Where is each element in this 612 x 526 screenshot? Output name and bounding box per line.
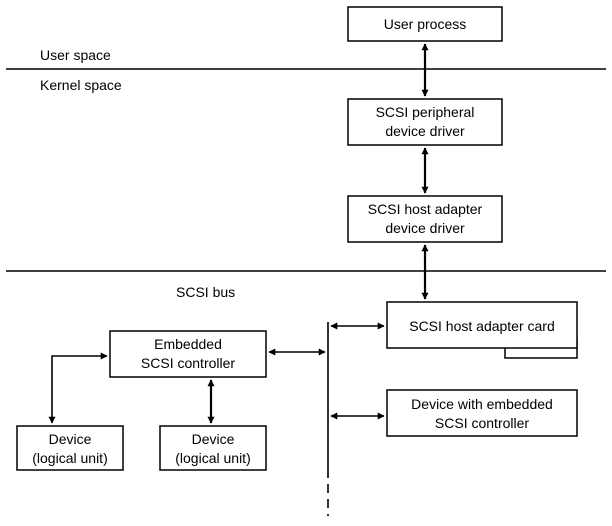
device-left-line2: (logical unit)	[32, 450, 107, 466]
device-with-embedded-controller-box: Device with embedded SCSI controller	[386, 389, 578, 437]
peripheral-driver-line2: device driver	[385, 123, 465, 139]
device-right-line1: Device	[192, 431, 235, 447]
device-right-line2: (logical unit)	[175, 450, 250, 466]
embedded-controller-line2: SCSI controller	[141, 355, 235, 371]
host-adapter-card-label: SCSI host adapter card	[409, 318, 555, 334]
host-adapter-driver-line1: SCSI host adapter	[368, 201, 483, 217]
device-left-line1: Device	[49, 431, 92, 447]
host-adapter-driver-line2: device driver	[385, 220, 465, 236]
scsi-peripheral-driver-box: SCSI peripheral device driver	[347, 98, 503, 146]
user-space-label: User space	[40, 47, 111, 63]
peripheral-driver-line1: SCSI peripheral	[376, 104, 475, 120]
scsi-host-adapter-card-box: SCSI host adapter card	[386, 301, 578, 359]
user-process-label: User process	[384, 16, 466, 32]
embedded-controller-line1: Embedded	[154, 336, 222, 352]
device-logical-unit-right-box: Device (logical unit)	[159, 425, 267, 471]
arrow-controller-to-left-device	[48, 352, 108, 424]
scsi-host-adapter-driver-box: SCSI host adapter device driver	[347, 195, 503, 243]
kernel-space-label: Kernel space	[40, 77, 122, 93]
embedded-device-line2: SCSI controller	[435, 415, 529, 431]
scsi-bus-label: SCSI bus	[176, 284, 235, 300]
device-logical-unit-left-box: Device (logical unit)	[16, 425, 124, 471]
user-process-box: User process	[347, 6, 503, 42]
embedded-device-line1: Device with embedded	[411, 396, 553, 412]
embedded-scsi-controller-box: Embedded SCSI controller	[109, 330, 267, 378]
